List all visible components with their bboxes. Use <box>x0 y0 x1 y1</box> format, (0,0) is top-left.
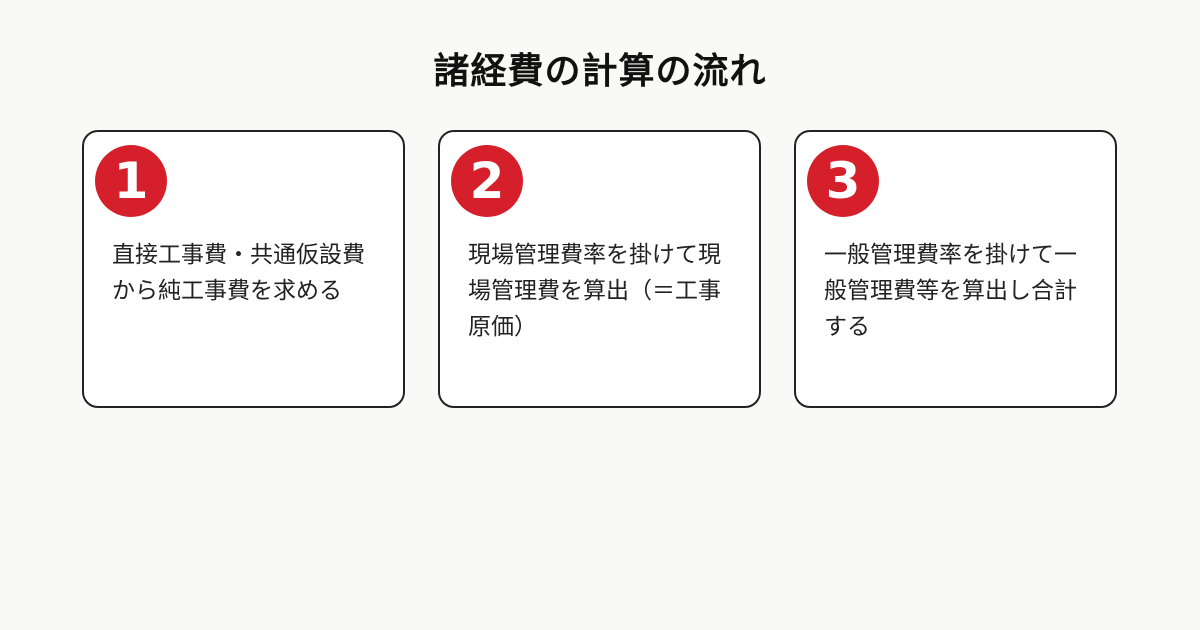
page-title: 諸経費の計算の流れ <box>433 51 767 92</box>
step-card-3: 3 一般管理費率を掛けて一 般管理費等を算出し合計 する <box>794 130 1117 408</box>
step-card-2: 2 現場管理費率を掛けて現 場管理費を算出（＝工事 原価） <box>438 130 761 408</box>
step-description: 直接工事費・共通仮設費 から純工事費を求める <box>112 242 365 304</box>
step-number-badge: 3 <box>807 145 879 217</box>
step-card-1: 1 直接工事費・共通仮設費 から純工事費を求める <box>82 130 405 408</box>
step-description: 現場管理費率を掛けて現 場管理費を算出（＝工事 原価） <box>468 242 721 340</box>
step-number-badge: 1 <box>95 145 167 217</box>
step-description: 一般管理費率を掛けて一 般管理費等を算出し合計 する <box>824 242 1077 340</box>
step-number-badge: 2 <box>451 145 523 217</box>
